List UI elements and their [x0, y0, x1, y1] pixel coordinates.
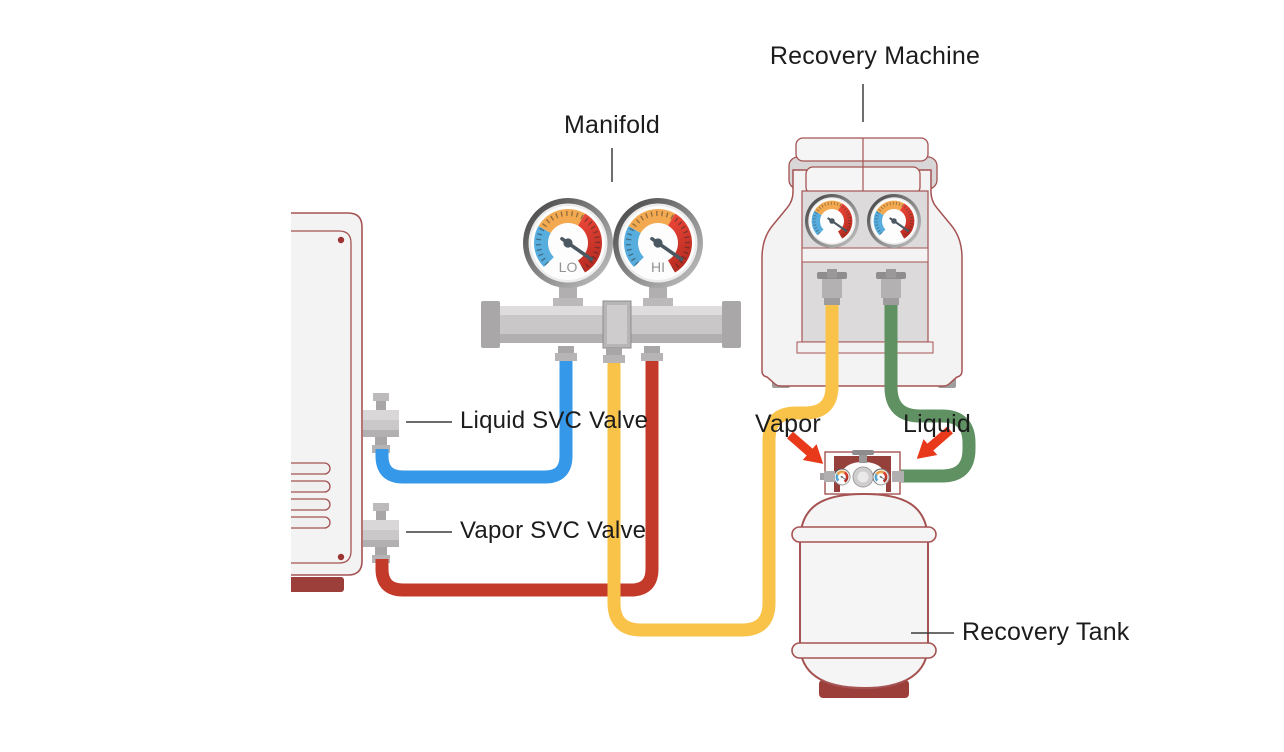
screw-bottom [337, 553, 345, 561]
manifold-endcap-left [481, 301, 500, 348]
tank-gauge-left [832, 467, 852, 487]
machine-port-right [876, 269, 906, 305]
recovery-tank [791, 450, 937, 698]
recovery-machine-label: Recovery Machine [769, 42, 981, 70]
outdoor-unit [291, 212, 363, 592]
gauge-low-label: LO [559, 259, 578, 275]
recovery-machine [761, 137, 963, 388]
vapor-svc-valve [363, 503, 399, 563]
manifold-assembly: LO HI [481, 198, 741, 363]
tank-vapor-fitting [820, 471, 835, 482]
machine-gauge-right [865, 192, 923, 250]
tank-center-valve [852, 450, 874, 494]
manifold-hose-connectors [555, 346, 663, 363]
tank-ring-bottom [791, 642, 937, 659]
vapor-svc-valve-label: Vapor SVC Valve [460, 517, 647, 544]
gauge-high-label: HI [651, 259, 665, 275]
manifold-endcap-right [722, 301, 741, 348]
machine-port-left [817, 269, 847, 305]
hose-red-vapor [375, 348, 659, 597]
machine-panel-strip [801, 247, 929, 263]
machine-panel-lip [796, 341, 934, 354]
tank-ring-top [791, 526, 937, 543]
hose-yellow-manifold-to-machine [607, 296, 839, 637]
hose-green-machine-to-tank [884, 296, 976, 483]
unit-base [291, 577, 344, 592]
liquid-svc-valve-label: Liquid SVC Valve [460, 407, 649, 434]
manifold-label: Manifold [563, 111, 661, 139]
tank-liquid-fitting [892, 471, 904, 482]
liquid-port-label: Liquid [903, 410, 971, 438]
liquid-svc-valve [363, 393, 399, 453]
liquid-arrow-icon [916, 426, 953, 459]
machine-gauge-left [803, 192, 861, 250]
vapor-port-label: Vapor [755, 410, 821, 438]
screw-top [337, 236, 345, 244]
recovery-tank-label: Recovery Tank [962, 618, 1130, 646]
machine-handle-top [795, 137, 929, 162]
hose-blue-liquid [375, 348, 573, 484]
vapor-arrow-icon [787, 431, 824, 464]
outdoor-unit-panel-line [291, 230, 352, 564]
tank-body [799, 492, 929, 690]
vent-slats [291, 462, 331, 529]
tank-gauge-right [871, 467, 891, 487]
